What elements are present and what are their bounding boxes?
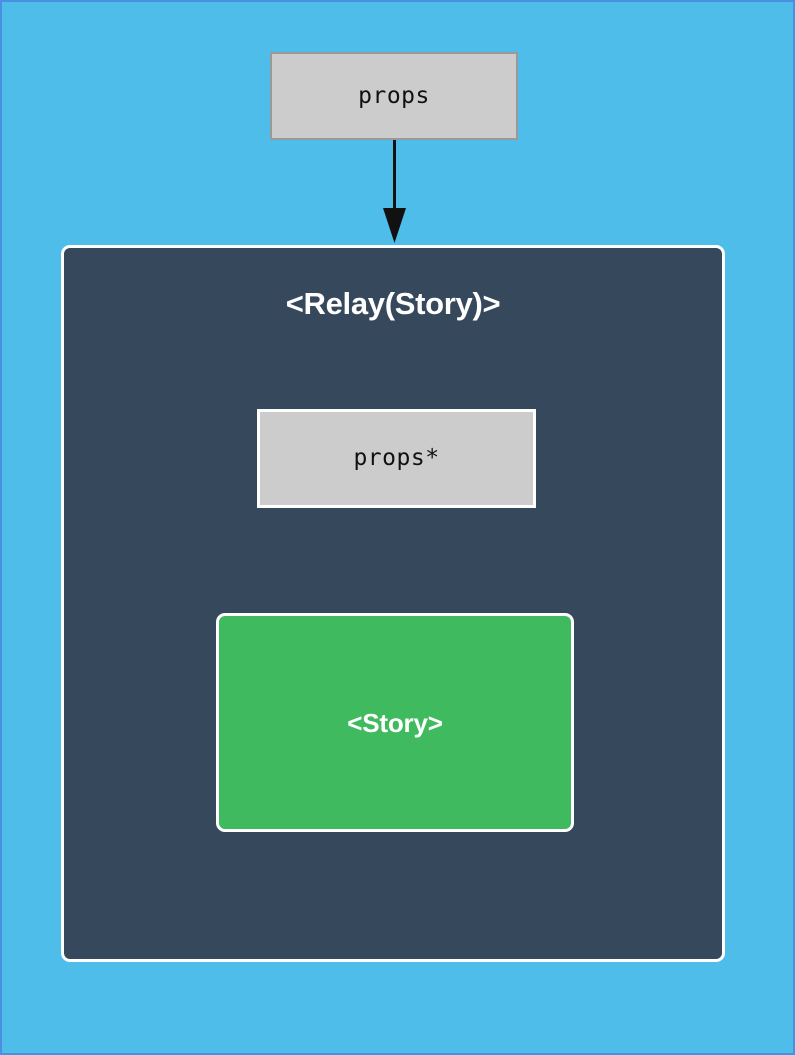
inner-props-node[interactable]: props*: [257, 409, 536, 508]
inner-props-label: props*: [353, 445, 440, 471]
story-node[interactable]: <Story>: [216, 613, 574, 832]
story-label: <Story>: [347, 707, 443, 738]
props-to-relay-arrow: [383, 140, 406, 243]
outer-props-label: props: [358, 82, 430, 109]
relay-story-container[interactable]: <Relay(Story)> props* <Story>: [61, 245, 725, 962]
relay-container-title: <Relay(Story)>: [285, 286, 501, 321]
outer-props-node[interactable]: props: [270, 52, 518, 140]
